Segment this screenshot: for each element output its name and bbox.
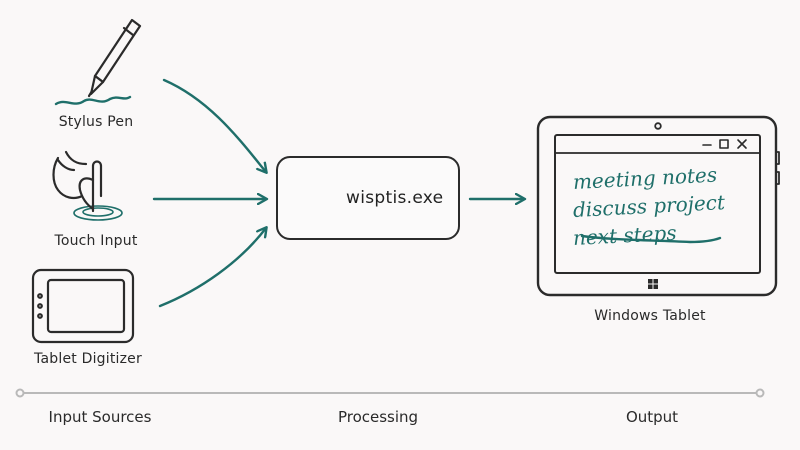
windows-logo-icon [648,279,658,289]
arrow-digitizer-to-process [158,228,266,308]
stage-label-processing: Processing [337,408,419,426]
arrow-stylus-to-process [162,78,266,172]
process-box [276,156,460,240]
timeline [15,388,765,398]
touch-hand-icon [52,150,123,221]
windows-tablet-device [536,115,780,297]
stage-label-output: Output [625,408,679,426]
tablet-digitizer-icon [31,268,135,344]
stage-label-input-sources: Input Sources [48,408,152,426]
input-label-tablet-digitizer: Tablet Digitizer [34,351,142,367]
input-label-stylus-pen: Stylus Pen [58,114,134,130]
process-label: wisptis.exe [346,188,444,208]
stylus-pen-icon [54,18,142,106]
output-label: Windows Tablet [594,308,706,324]
input-label-touch-input: Touch Input [54,233,138,249]
